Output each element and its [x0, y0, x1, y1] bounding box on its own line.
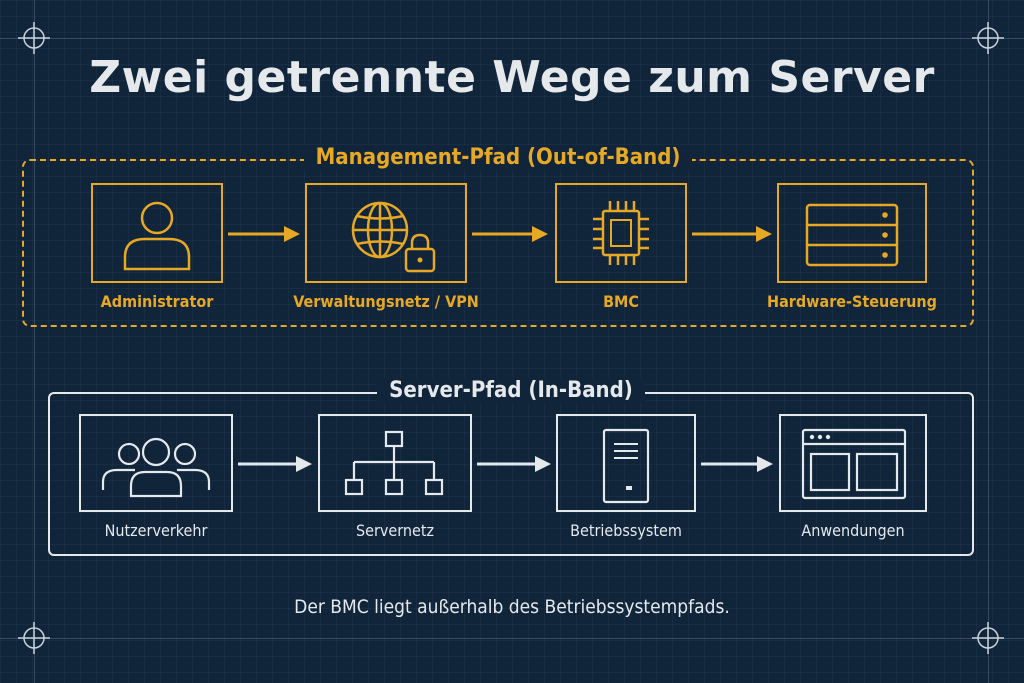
node-servernetz [318, 414, 472, 512]
chip-icon [593, 201, 649, 265]
server-path-group: Server-Pfad (In-Band) [48, 378, 974, 556]
user-icon [123, 201, 191, 271]
node-bmc [555, 183, 687, 283]
label-bmc: BMC [603, 292, 639, 311]
label-administrator: Administrator [100, 292, 214, 311]
label-servernetz: Servernetz [355, 521, 435, 540]
app-window-icon [801, 428, 907, 500]
label-anwendungen: Anwendungen [801, 521, 905, 540]
arrow-right-icon [692, 226, 772, 242]
arrow-right-icon [701, 456, 773, 472]
frame-line-top [0, 38, 1024, 39]
node-nutzerverkehr [79, 414, 233, 512]
node-anwendungen [779, 414, 927, 512]
arrow-right-icon [228, 226, 300, 242]
label-verwaltungsnetz: Verwaltungsnetz / VPN [293, 292, 479, 311]
arrow-right-icon [238, 456, 312, 472]
node-administrator [91, 183, 223, 283]
crosshair-bottom-left-icon [18, 622, 50, 654]
server-path-title: Server-Pfad (In-Band) [377, 378, 645, 403]
caption: Der BMC liegt außerhalb des Betriebssyst… [294, 596, 730, 618]
label-hardware-steuerung: Hardware-Steuerung [767, 292, 937, 311]
users-icon [101, 437, 211, 498]
crosshair-top-right-icon [972, 22, 1004, 54]
label-nutzerverkehr: Nutzerverkehr [104, 521, 208, 540]
node-betriebssystem [556, 414, 696, 512]
management-path-group: Management-Pfad (Out-of-Band) [22, 145, 974, 327]
globe-lock-icon [351, 201, 436, 273]
server-rack-icon [805, 203, 899, 267]
frame-line-bottom [0, 638, 1024, 639]
node-verwaltungsnetz [305, 183, 467, 283]
page-title: Zwei getrennte Wege zum Server [89, 52, 935, 103]
server-tower-icon [602, 428, 650, 504]
arrow-right-icon [472, 226, 548, 242]
network-tree-icon [344, 430, 444, 496]
label-betriebssystem: Betriebssystem [570, 521, 682, 540]
frame-line-left [34, 0, 35, 683]
crosshair-bottom-right-icon [972, 622, 1004, 654]
node-hardware-steuerung [777, 183, 927, 283]
management-path-title: Management-Pfad (Out-of-Band) [303, 145, 693, 170]
frame-line-right [988, 0, 989, 683]
arrow-right-icon [477, 456, 551, 472]
crosshair-top-left-icon [18, 22, 50, 54]
